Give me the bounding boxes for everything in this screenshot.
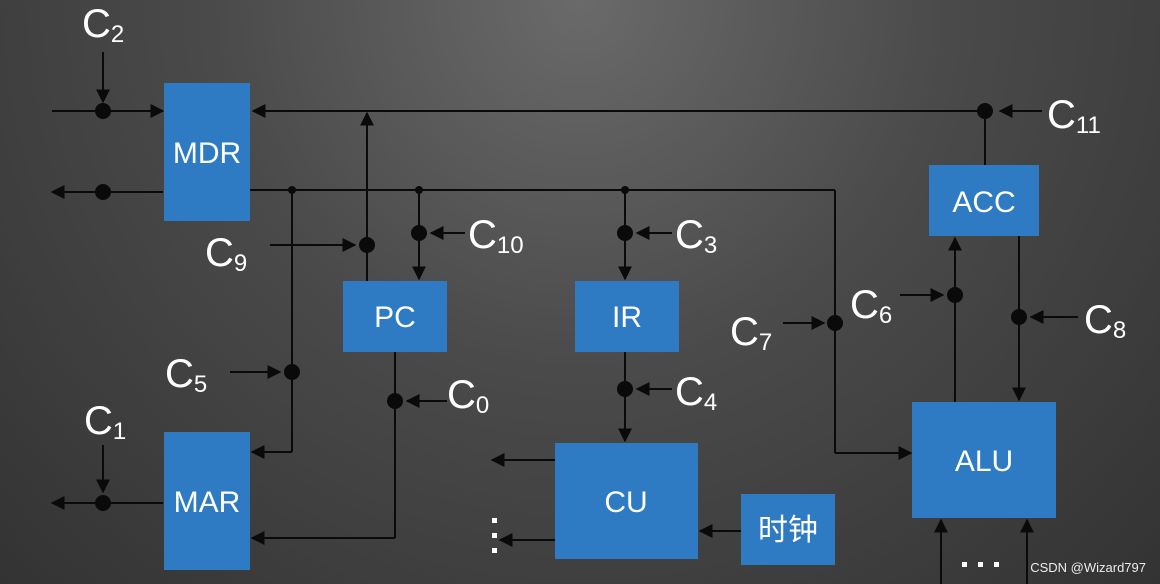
mdr-label: MDR (173, 137, 241, 170)
mar-label: MAR (174, 486, 241, 519)
signal-c5: C5 (165, 352, 207, 398)
signal-c6: C6 (850, 283, 892, 329)
cu-unit: CU (555, 443, 698, 559)
signal-c4: C4 (675, 370, 717, 416)
clock-label: 时钟 (758, 514, 818, 547)
signal-c11: C11 (1047, 93, 1101, 139)
pc-label: PC (374, 301, 416, 334)
clock-unit: 时钟 (741, 494, 835, 565)
signal-c3: C3 (675, 213, 717, 259)
acc-register: ACC (929, 165, 1039, 236)
ir-label: IR (612, 301, 642, 334)
cu-label: CU (604, 486, 647, 519)
alu-unit: ALU (912, 402, 1056, 518)
signal-c0: C0 (447, 373, 489, 419)
junction-dots (95, 103, 1027, 511)
signal-c9: C9 (205, 231, 247, 277)
signal-c1: C1 (84, 399, 126, 445)
acc-label: ACC (952, 186, 1015, 219)
signal-c8: C8 (1084, 298, 1126, 344)
mar-register: MAR (164, 432, 250, 570)
pc-register: PC (343, 281, 447, 352)
signal-c7: C7 (730, 310, 772, 356)
signal-c10: C10 (468, 213, 524, 259)
watermark: CSDN @Wizard797 (1030, 560, 1146, 575)
ir-register: IR (575, 281, 679, 352)
horizontal-ellipsis-icon (962, 562, 999, 567)
mdr-register: MDR (164, 83, 250, 221)
alu-label: ALU (955, 445, 1013, 478)
vertical-ellipsis-icon (492, 518, 497, 553)
signal-c2: C2 (82, 2, 124, 48)
